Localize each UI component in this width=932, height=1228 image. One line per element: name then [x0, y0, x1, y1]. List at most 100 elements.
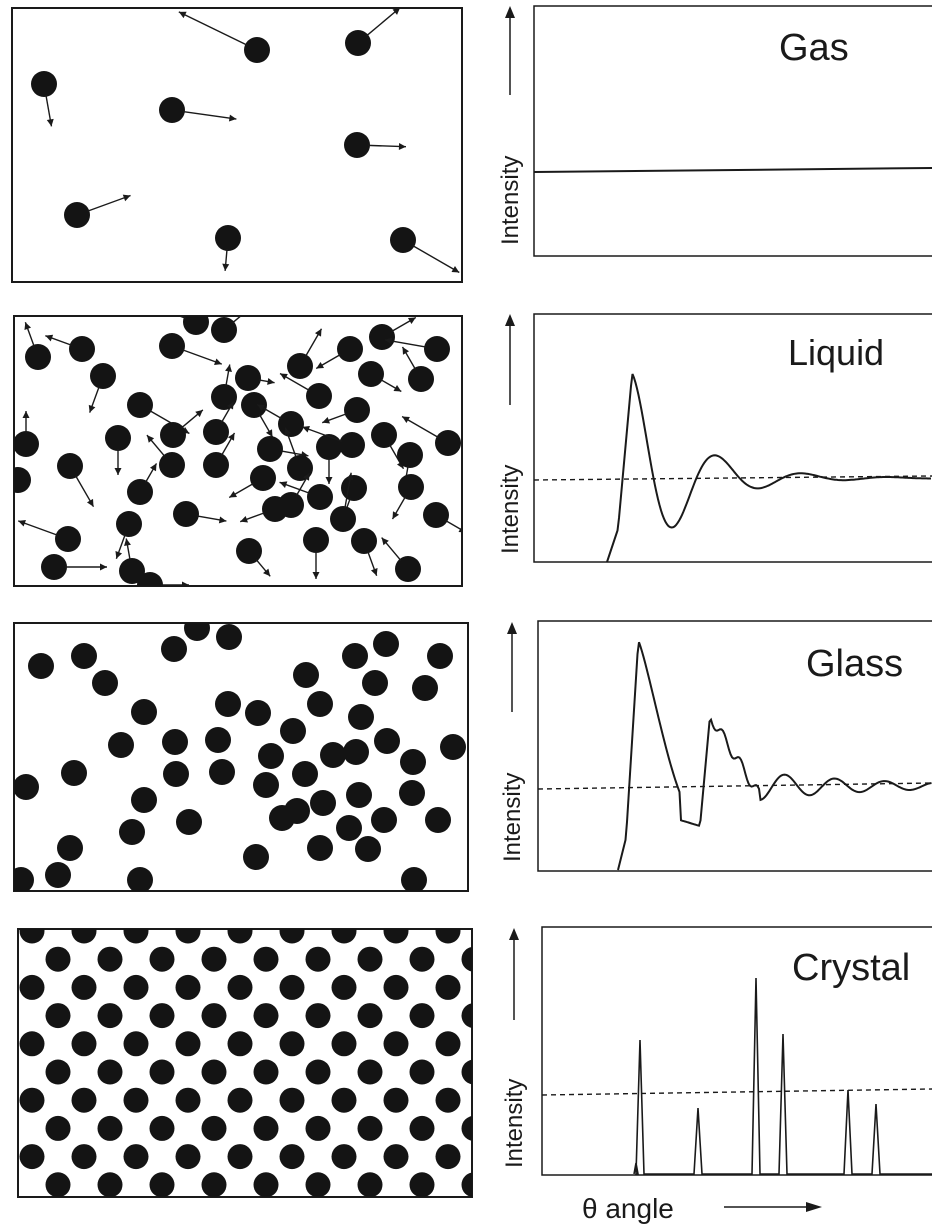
particle	[176, 1201, 201, 1226]
particle	[45, 1172, 71, 1197]
particle	[116, 511, 142, 537]
particle	[305, 946, 331, 972]
particle	[176, 809, 202, 835]
particle	[409, 1115, 435, 1141]
crystal-plot: Intensity Crystal θ angle	[501, 926, 932, 1224]
particle	[383, 1031, 409, 1057]
particle	[305, 1003, 331, 1029]
velocity-arrowhead	[381, 537, 389, 546]
particle	[45, 1003, 71, 1029]
velocity-arrowhead	[402, 416, 410, 424]
particle	[175, 1087, 201, 1113]
particle	[425, 807, 451, 833]
velocity-arrowhead	[45, 334, 54, 342]
particle	[203, 419, 229, 445]
gas-row: Intensity Gas	[11, 5, 932, 283]
velocity-arrowhead	[384, 337, 393, 345]
velocity-arrowhead	[114, 468, 122, 475]
crystal-row: Intensity Crystal θ angle	[17, 926, 932, 1226]
velocity-arrowhead	[18, 519, 26, 527]
velocity-arrowhead	[227, 432, 235, 441]
particle	[45, 946, 71, 972]
velocity-arrowhead	[226, 401, 234, 410]
velocity-arrowhead	[265, 429, 273, 438]
particle	[209, 759, 235, 785]
particle	[373, 631, 399, 657]
particle	[127, 392, 153, 418]
glass-ylabel: Intensity	[499, 773, 526, 862]
particle	[306, 383, 332, 409]
velocity-arrowhead	[316, 361, 325, 369]
particle	[253, 1003, 279, 1029]
crystal-baseline	[541, 1088, 932, 1096]
particle	[71, 1144, 97, 1170]
particle	[412, 675, 438, 701]
particle	[97, 1115, 123, 1141]
particle	[205, 727, 231, 753]
particle	[292, 761, 318, 787]
gas-intensity-curve	[533, 167, 932, 173]
particle	[201, 1003, 227, 1029]
particle	[127, 479, 153, 505]
particle	[173, 501, 199, 527]
particle	[348, 704, 374, 730]
particle	[244, 37, 270, 63]
velocity-arrow	[365, 8, 401, 37]
liquid-particles	[14, 302, 462, 586]
crystal-intensity-curve	[633, 977, 932, 1175]
crystal-ylabel: Intensity	[501, 1079, 528, 1168]
particle	[461, 946, 472, 972]
particle	[461, 1059, 472, 1085]
particle	[399, 780, 425, 806]
velocity-arrowhead	[392, 8, 400, 15]
particle	[330, 506, 356, 532]
particle	[305, 1059, 331, 1085]
particle	[215, 225, 241, 251]
liquid-ylabel: Intensity	[497, 465, 524, 554]
velocity-arrowhead	[124, 538, 131, 547]
velocity-arrowhead	[451, 265, 460, 273]
particle	[331, 1144, 357, 1170]
particle	[342, 643, 368, 669]
particle	[440, 734, 466, 760]
particle	[119, 558, 145, 584]
gas-particle-box	[11, 7, 463, 283]
velocity-arrowhead	[370, 567, 378, 576]
velocity-arrowhead	[279, 481, 288, 488]
crystal-y-axis-arrowhead	[509, 928, 519, 940]
particle	[303, 527, 329, 553]
particle	[287, 353, 313, 379]
velocity-arrowhead	[314, 328, 322, 337]
particle	[397, 442, 423, 468]
glass-plot: Intensity Glass	[499, 620, 932, 872]
velocity-arrow	[182, 110, 237, 120]
particle	[310, 790, 336, 816]
particle	[149, 946, 175, 972]
particle	[228, 1201, 253, 1226]
particle	[19, 1031, 45, 1057]
particle	[14, 774, 39, 800]
particle	[336, 815, 362, 841]
velocity-arrowhead	[257, 404, 266, 412]
particle	[253, 772, 279, 798]
velocity-arrowhead	[398, 142, 406, 150]
particle	[25, 344, 51, 370]
particle	[131, 787, 157, 813]
velocity-arrowhead	[240, 515, 249, 523]
velocity-arrowhead	[249, 302, 257, 309]
particle	[105, 425, 131, 451]
particle	[345, 30, 371, 56]
particle	[344, 132, 370, 158]
particle	[175, 1031, 201, 1057]
particle	[149, 1003, 175, 1029]
particle	[280, 718, 306, 744]
particle	[159, 333, 185, 359]
particle	[57, 453, 83, 479]
velocity-arrowhead	[322, 416, 331, 424]
particle	[287, 455, 313, 481]
particle	[332, 1201, 357, 1226]
velocity-arrow	[412, 244, 460, 274]
velocity-arrowhead	[225, 364, 232, 373]
velocity-arrowhead	[346, 472, 354, 481]
particle	[211, 384, 237, 410]
